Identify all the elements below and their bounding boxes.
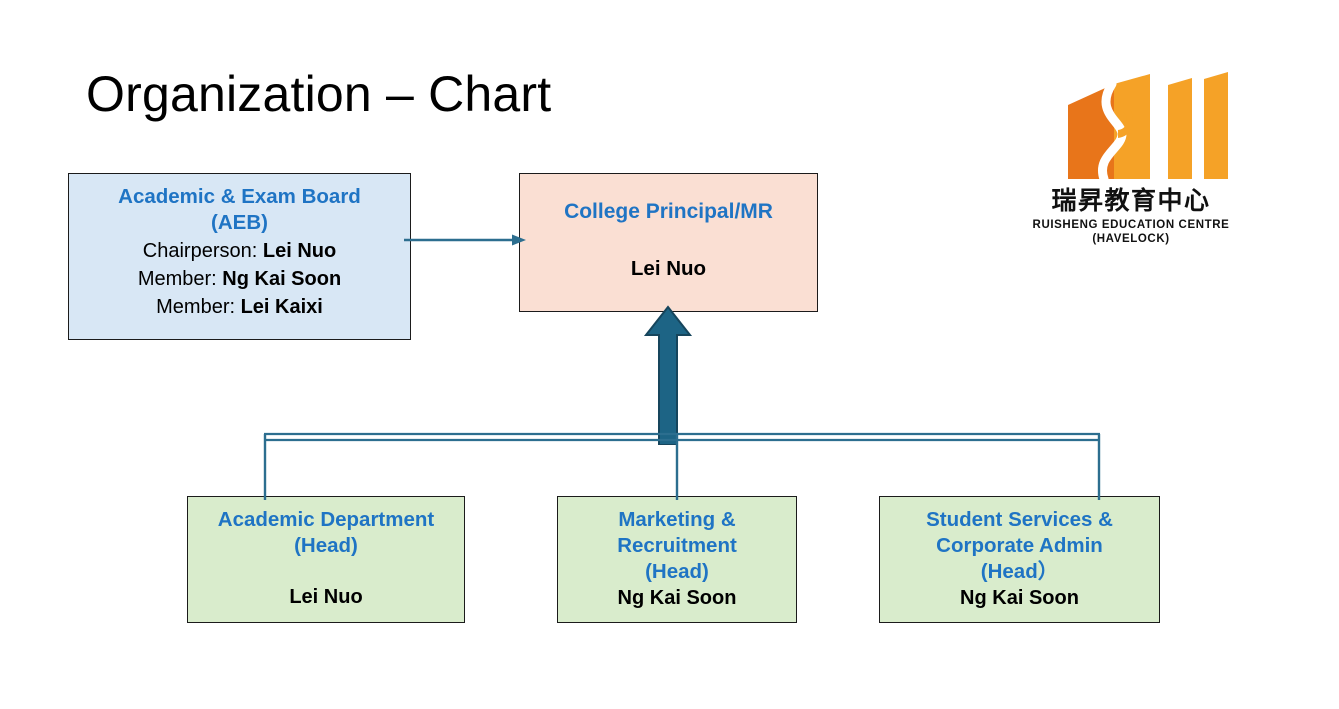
node-academic-exam-board[interactable]: Academic & Exam Board (AEB) Chairperson:… xyxy=(68,173,411,340)
aeb-member-role: Member: xyxy=(137,267,217,290)
aeb-member-role: Member: xyxy=(156,295,236,318)
dept-title-line: (Head） xyxy=(980,559,1059,583)
page-title: Organization – Chart xyxy=(86,66,552,122)
logo-english-text: RUISHENG EDUCATION CENTRE xyxy=(1032,219,1230,231)
logo-branch-text: (HAVELOCK) xyxy=(1092,233,1170,246)
dept-person: Lei Nuo xyxy=(289,585,363,608)
dept-title-line: (Head) xyxy=(294,533,358,557)
node-marketing-recruitment[interactable]: Marketing & Recruitment (Head) Ng Kai So… xyxy=(557,496,797,623)
dept-title-line: Student Services & xyxy=(926,508,1113,531)
aeb-member-role: Chairperson: xyxy=(142,239,258,262)
aeb-member-row: Member: Lei Kaixi xyxy=(156,294,323,320)
principal-person: Lei Nuo xyxy=(630,256,707,280)
dept-person: Ng Kai Soon xyxy=(960,587,1079,610)
dept-title-line: Marketing & xyxy=(618,508,736,531)
connector-bus-to-departments xyxy=(263,432,1101,500)
node-student-services-corporate-admin[interactable]: Student Services & Corporate Admin (Head… xyxy=(879,496,1160,623)
aeb-member-name: Lei Nuo xyxy=(262,239,337,262)
principal-title: College Principal/MR xyxy=(564,200,773,224)
connector-arrow-up-to-principal xyxy=(643,305,693,445)
dept-title-line: (Head) xyxy=(645,559,709,583)
logo-mark-icon xyxy=(1068,72,1228,184)
dept-title-line: Corporate Admin xyxy=(936,533,1103,557)
ruisheng-logo: 瑞昇教育中心 RUISHENG EDUCATION CENTRE (HAVELO… xyxy=(1026,72,1236,250)
node-college-principal[interactable]: College Principal/MR Lei Nuo xyxy=(519,173,818,312)
aeb-title-line2: (AEB) xyxy=(211,210,268,234)
aeb-member-row: Member: Ng Kai Soon xyxy=(138,266,341,292)
dept-title-line: Academic Department xyxy=(217,508,435,531)
aeb-member-name: Lei Kaixi xyxy=(240,295,323,318)
dept-person: Ng Kai Soon xyxy=(617,587,737,610)
aeb-member-row: Chairperson: Lei Nuo xyxy=(143,238,336,264)
aeb-member-name: Ng Kai Soon xyxy=(222,267,342,290)
aeb-title-line1: Academic & Exam Board xyxy=(118,185,361,208)
connector-arrow-aeb-to-principal xyxy=(404,234,526,246)
node-academic-department[interactable]: Academic Department (Head) Lei Nuo xyxy=(187,496,465,623)
dept-title-line: Recruitment xyxy=(617,533,737,557)
logo-chinese-text: 瑞昇教育中心 xyxy=(1051,186,1211,215)
